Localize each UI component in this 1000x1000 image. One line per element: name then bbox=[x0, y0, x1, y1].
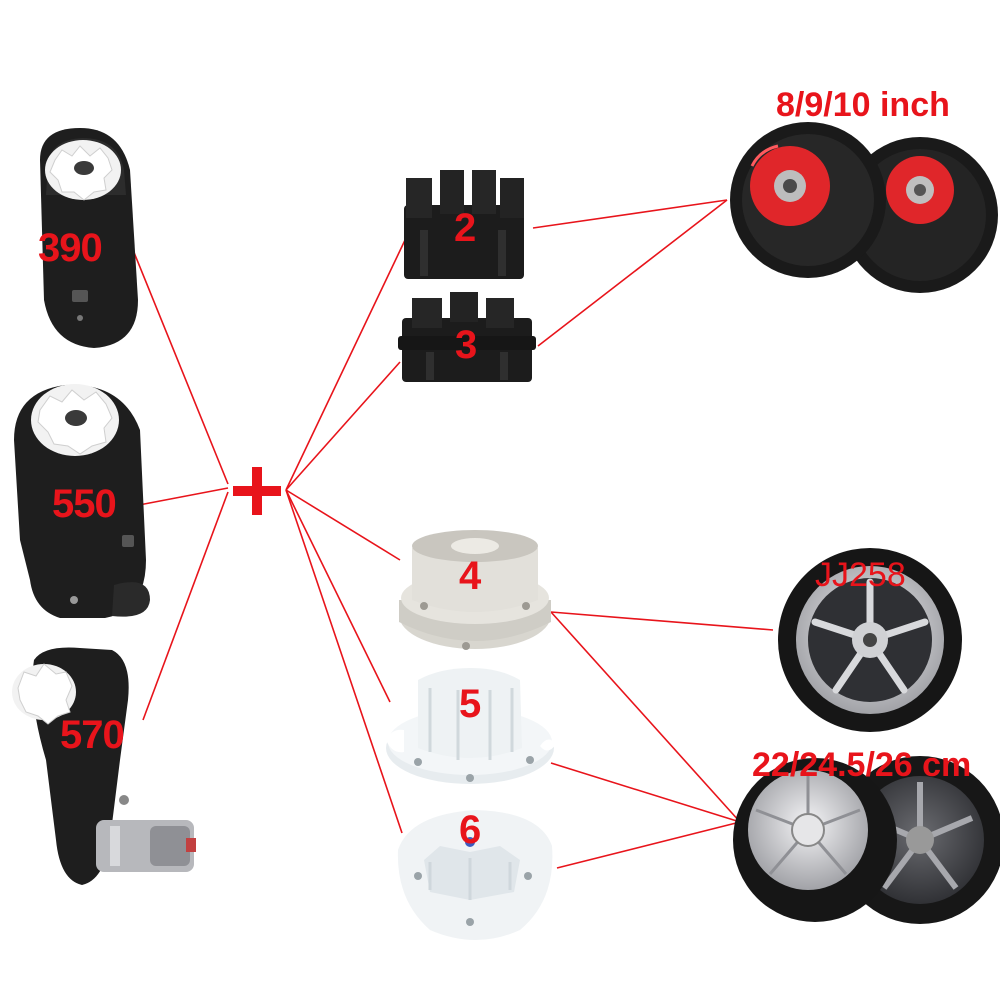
line-570-to-hub bbox=[142, 491, 229, 721]
adapter-6 bbox=[397, 810, 553, 940]
line-adapter6-to-wheel-3 bbox=[556, 821, 741, 869]
adapter-5 bbox=[386, 668, 556, 784]
adapter-3 bbox=[398, 292, 536, 382]
adapter-label-2: 2 bbox=[454, 206, 477, 250]
line-hub-to-adapter-4 bbox=[285, 489, 401, 561]
line-adapter3-to-wheel-1 bbox=[537, 199, 728, 347]
line-hub-to-adapter-5 bbox=[285, 489, 391, 703]
wheel-jj258 bbox=[778, 548, 962, 732]
plus-hub bbox=[233, 467, 281, 515]
wheel-label-22-24-5-26-cm: 22/24.5/26 cm bbox=[752, 748, 972, 782]
adapter-label-5: 5 bbox=[459, 682, 482, 726]
line-hub-to-adapter-2 bbox=[285, 237, 407, 491]
adapter-label-4: 4 bbox=[459, 554, 482, 598]
adapter-label-3: 3 bbox=[455, 323, 478, 367]
wheel-8-9-10-inch-pair bbox=[730, 122, 998, 293]
adapter-2 bbox=[404, 170, 524, 279]
line-390-to-hub bbox=[130, 244, 229, 485]
wheel-label-jj258: JJ258 bbox=[815, 556, 906, 594]
line-adapter4-to-wheel-2 bbox=[550, 611, 774, 631]
motor-550-gearbox bbox=[14, 384, 150, 618]
line-hub-to-adapter-3 bbox=[285, 361, 401, 491]
line-hub-to-adapter-6 bbox=[285, 489, 403, 834]
connection-lines bbox=[130, 199, 774, 869]
adapter-4 bbox=[399, 530, 551, 650]
motor-570-gearbox bbox=[12, 647, 196, 885]
motor-390-gearbox bbox=[40, 128, 138, 348]
motor-label-550: 550 bbox=[52, 482, 117, 526]
wheel-label-8-9-10-inch: 8/9/10 inch bbox=[776, 86, 950, 124]
line-550-to-hub bbox=[138, 487, 229, 506]
wheel-22-24-5-26-cm-pair bbox=[733, 756, 1000, 924]
motor-label-570: 570 bbox=[60, 713, 125, 757]
adapter-label-6: 6 bbox=[459, 808, 482, 852]
line-adapter5-to-wheel-3 bbox=[550, 762, 741, 823]
line-adapter2-to-wheel-1 bbox=[532, 199, 728, 229]
motor-label-390: 390 bbox=[38, 226, 103, 270]
line-adapter4-to-wheel-3 bbox=[550, 611, 741, 823]
